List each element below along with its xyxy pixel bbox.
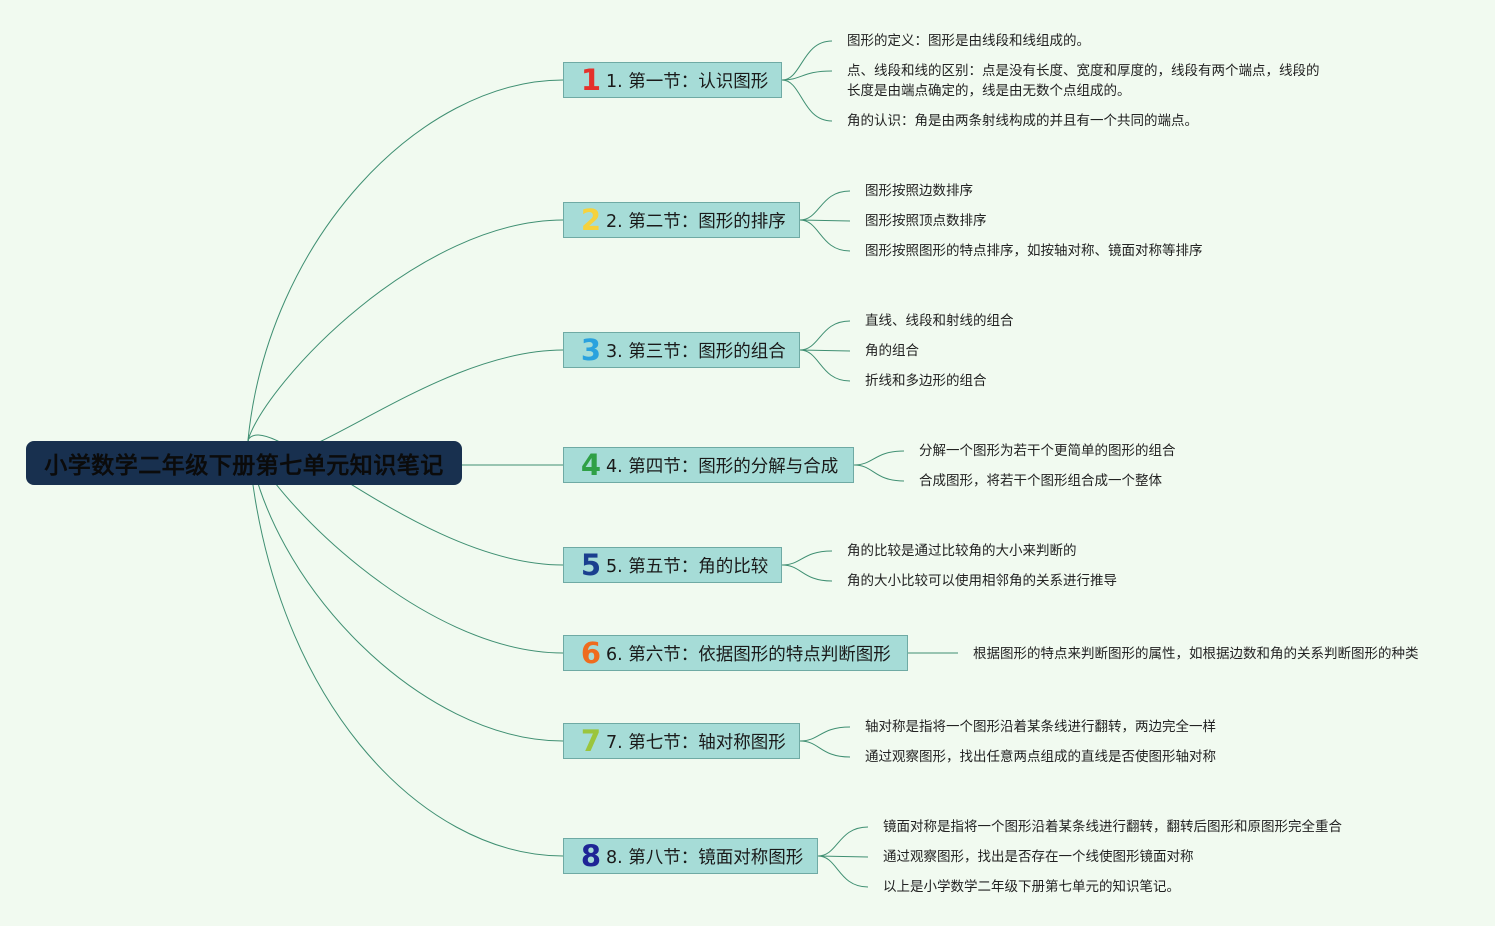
leaf-link-5-1 (781, 550, 833, 566)
root-title: 小学数学二年级下册第七单元知识笔记 (44, 453, 444, 479)
number-badge-3: 3 (580, 333, 602, 367)
leaf-link-4-1 (853, 450, 905, 466)
root-link-5 (247, 434, 564, 566)
leaf-link-3-1 (799, 320, 851, 351)
leaf-6-1: 根据图形的特点来判断图形的属性，如根据边数和角的关系判断图形的种类 (973, 646, 1419, 662)
number-badge-1: 1 (580, 63, 602, 97)
leaf-link-7-2 (799, 740, 851, 758)
branch-node-1[interactable]: 1 1. 第一节：认识图形 (563, 62, 782, 98)
leaf-link-1-2 (781, 70, 833, 81)
branch-label-1: 1. 第一节：认识图形 (606, 71, 769, 92)
leaf-2-1: 图形按照边数排序 (865, 183, 973, 199)
leaf-2-3: 图形按照图形的特点排序，如按轴对称、镜面对称等排序 (865, 243, 1203, 259)
number-badge-4: 4 (580, 448, 602, 482)
branch-label-3: 3. 第三节：图形的组合 (606, 341, 786, 362)
number-badge-6: 6 (580, 636, 602, 670)
root-link-1 (247, 79, 564, 441)
branch-label-5: 5. 第五节：角的比较 (606, 556, 769, 577)
leaf-3-1: 直线、线段和射线的组合 (865, 313, 1014, 329)
number-badge-5: 5 (580, 548, 602, 582)
leaf-1-1: 图形的定义：图形是由线段和线组成的。 (847, 33, 1090, 49)
leaf-link-8-3 (817, 855, 869, 888)
branch-node-6[interactable]: 6 6. 第六节：依据图形的特点判断图形 (563, 635, 908, 671)
leaf-7-2: 通过观察图形，找出任意两点组成的直线是否使图形轴对称 (865, 749, 1216, 765)
root-link-8 (247, 439, 564, 857)
leaf-7-1: 轴对称是指将一个图形沿着某条线进行翻转，两边完全一样 (865, 719, 1216, 735)
root-node[interactable]: 小学数学二年级下册第七单元知识笔记 (26, 441, 462, 485)
leaf-link-3-3 (799, 349, 851, 382)
leaf-5-1: 角的比较是通过比较角的大小来判断的 (847, 543, 1077, 559)
leaf-5-2: 角的大小比较可以使用相邻角的关系进行推导 (847, 573, 1117, 589)
branch-node-2[interactable]: 2 2. 第二节：图形的排序 (563, 202, 800, 238)
leaf-3-2: 角的组合 (865, 343, 919, 359)
branch-node-8[interactable]: 8 8. 第八节：镜面对称图形 (563, 838, 818, 874)
branch-label-7: 7. 第七节：轴对称图形 (606, 732, 786, 753)
leaf-1-2: 点、线段和线的区别：点是没有长度、宽度和厚度的，线段有两个端点，线段的 (847, 63, 1320, 79)
leaf-link-3-2 (799, 349, 851, 352)
leaf-link-7-1 (799, 726, 851, 742)
branch-node-5[interactable]: 5 5. 第五节：角的比较 (563, 547, 782, 583)
number-badge-2: 2 (580, 203, 602, 237)
root-link-2 (247, 219, 564, 441)
leaf-4-1: 分解一个图形为若干个更简单的图形的组合 (919, 443, 1176, 459)
leaf-link-8-2 (817, 855, 869, 858)
leaf-link-8-1 (817, 826, 869, 857)
leaf-8-2: 通过观察图形，找出是否存在一个线使图形镜面对称 (883, 849, 1194, 865)
leaf-8-1: 镜面对称是指将一个图形沿着某条线进行翻转，翻转后图形和原图形完全重合 (883, 819, 1342, 835)
branch-node-4[interactable]: 4 4. 第四节：图形的分解与合成 (563, 447, 854, 483)
root-link-7 (247, 439, 564, 742)
leaf-link-4-2 (853, 464, 905, 482)
leaf-link-1-3 (781, 79, 833, 122)
branch-label-6: 6. 第六节：依据图形的特点判断图形 (606, 644, 891, 665)
leaf-4-2: 合成图形，将若干个图形组合成一个整体 (919, 473, 1162, 489)
leaf-link-2-3 (799, 219, 851, 252)
leaf-link-2-1 (799, 190, 851, 221)
leaf-3-3: 折线和多边形的组合 (865, 373, 987, 389)
leaf-link-2-2 (799, 219, 851, 222)
leaf-8-3: 以上是小学数学二年级下册第七单元的知识笔记。 (883, 879, 1180, 895)
leaf-1-2-cont: 长度是由端点确定的，线是由无数个点组成的。 (847, 83, 1131, 99)
number-badge-8: 8 (580, 839, 602, 873)
leaf-link-1-1 (781, 40, 833, 81)
branch-label-2: 2. 第二节：图形的排序 (606, 211, 786, 232)
number-badge-7: 7 (580, 724, 602, 758)
leaf-2-2: 图形按照顶点数排序 (865, 213, 987, 229)
branch-label-4: 4. 第四节：图形的分解与合成 (606, 456, 839, 477)
branch-label-8: 8. 第八节：镜面对称图形 (606, 847, 804, 868)
branch-node-7[interactable]: 7 7. 第七节：轴对称图形 (563, 723, 800, 759)
leaf-link-5-2 (781, 564, 833, 582)
branch-node-3[interactable]: 3 3. 第三节：图形的组合 (563, 332, 800, 368)
leaf-1-3: 角的认识：角是由两条射线构成的并且有一个共同的端点。 (847, 113, 1198, 129)
